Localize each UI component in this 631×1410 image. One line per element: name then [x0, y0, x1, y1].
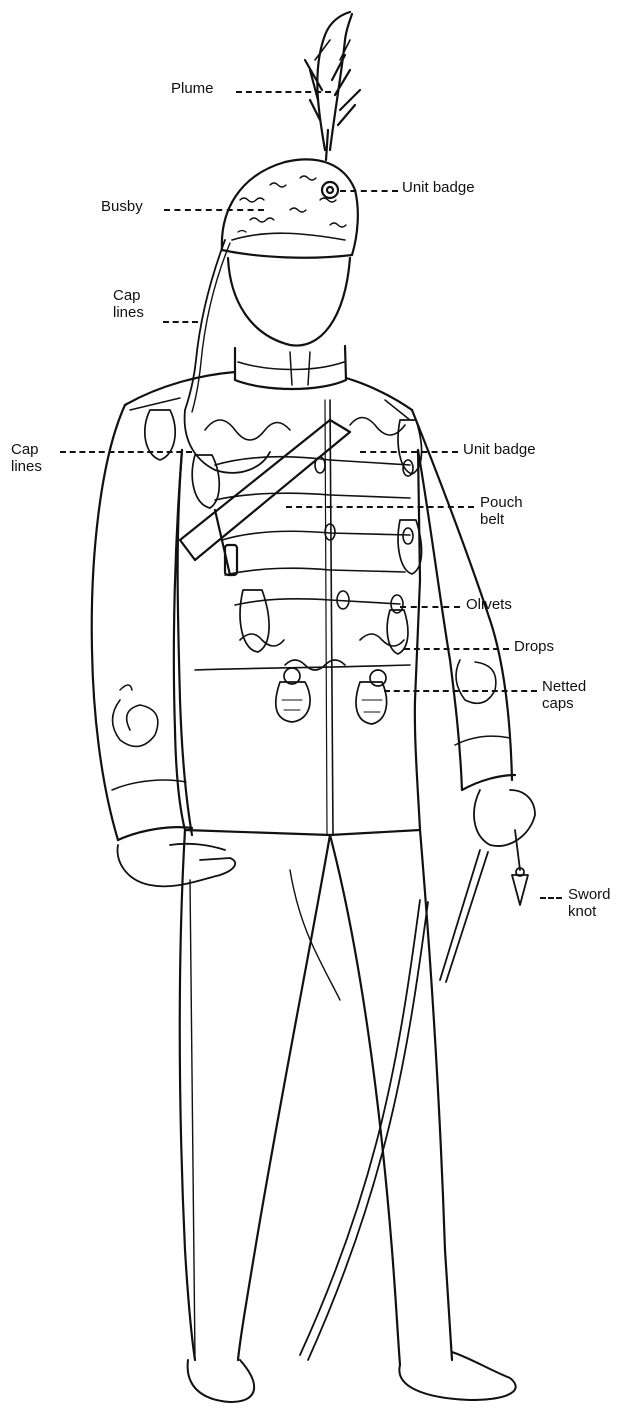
plume-shape — [305, 12, 360, 160]
label-cap-lines-left: Cap lines — [11, 441, 42, 475]
left-hand — [117, 844, 235, 887]
leader-drops — [404, 648, 509, 650]
frogging-braids — [205, 418, 410, 671]
leader-unit-badge-top — [340, 190, 398, 192]
head-outline — [228, 258, 350, 346]
jacket-outline — [174, 400, 420, 835]
leader-unit-badge-mid — [360, 451, 458, 453]
label-plume: Plume — [171, 80, 214, 97]
label-unit-badge-mid: Unit badge — [463, 441, 536, 458]
leader-cap-lines-left — [60, 451, 192, 453]
label-olivets: Olivets — [466, 596, 512, 613]
label-netted-caps: Netted caps — [542, 678, 586, 712]
leader-sword-knot — [540, 897, 562, 899]
leader-netted-caps — [384, 690, 537, 692]
leader-plume — [236, 91, 331, 93]
leader-busby — [164, 209, 264, 211]
label-cap-lines-upper: Cap lines — [113, 287, 144, 321]
collar-shape — [235, 346, 346, 389]
leader-olivets — [400, 606, 460, 608]
left-boot — [188, 1360, 254, 1402]
label-pouch-belt: Pouch belt — [480, 494, 523, 528]
label-busby: Busby — [101, 198, 143, 215]
right-hand — [474, 790, 535, 846]
label-drops: Drops — [514, 638, 554, 655]
leader-pouch-belt — [286, 506, 474, 508]
label-sword-knot: Sword knot — [568, 886, 611, 920]
trousers-shape — [180, 830, 452, 1365]
leader-cap-lines-upper — [163, 321, 198, 323]
right-boot — [399, 1352, 515, 1400]
label-unit-badge-top: Unit badge — [402, 179, 475, 196]
pouch-belt-shape — [180, 420, 350, 575]
